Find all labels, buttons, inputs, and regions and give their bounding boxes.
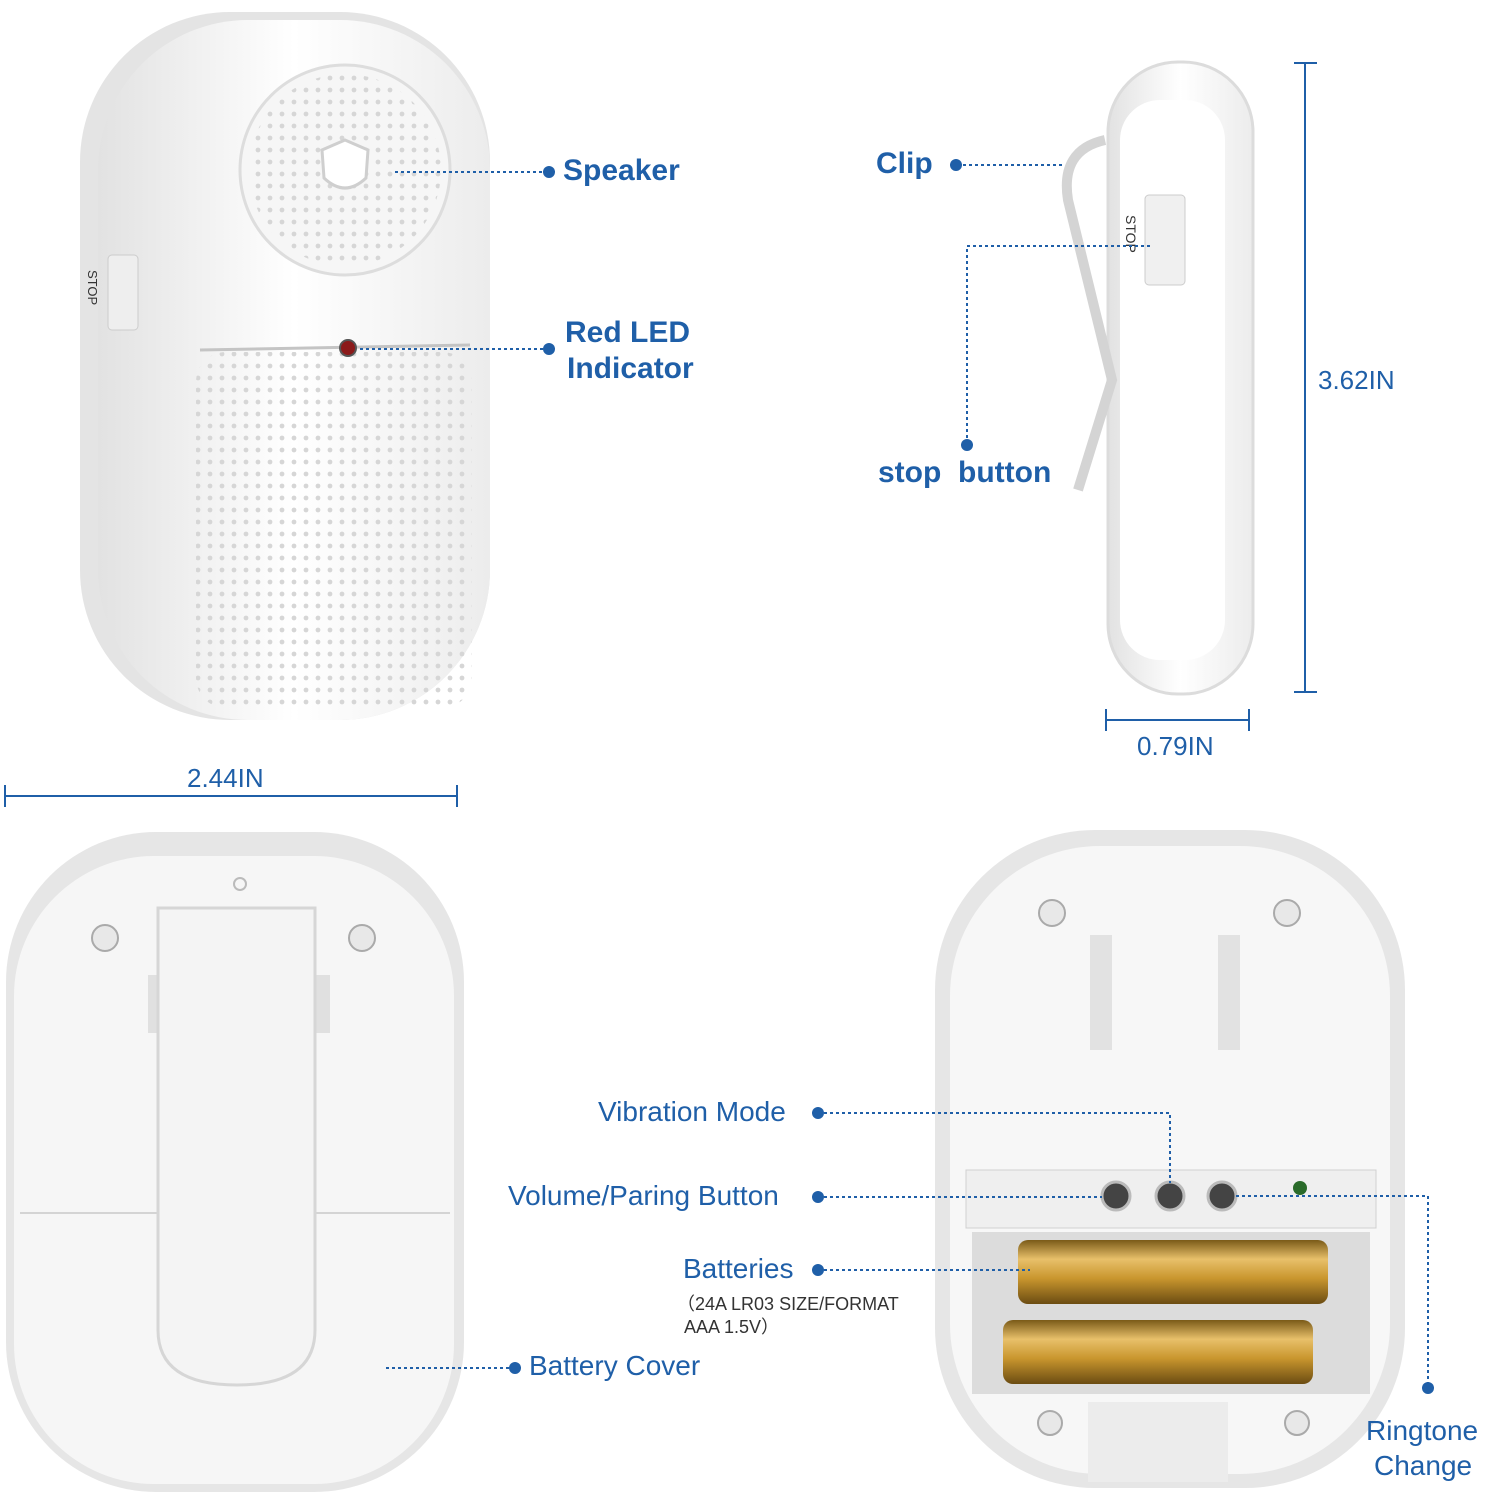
stop-marking-side: STOP [1123,215,1139,253]
depth-dimension-label: 0.79IN [1137,731,1214,761]
belt-clip [1061,135,1118,492]
front-lower-grille [196,352,472,708]
volume-paring-label: Volume/Paring Button [508,1180,779,1211]
front-view-device: STOP [80,12,490,720]
pinhole-icon [233,877,247,891]
screw-icon [91,924,119,952]
red-led-label-line2: Indicator [567,352,694,385]
vibration-mode-button[interactable] [1154,1180,1186,1212]
screw-icon [1037,1410,1063,1436]
plug-slot [1218,935,1240,1050]
volume-pairing-button[interactable] [1100,1180,1132,1212]
screw-icon [1038,899,1066,927]
indicator-light-icon [1293,1181,1307,1195]
batteries-note-line1: （24A LR03 SIZE/FORMAT [677,1294,899,1314]
dimension-lines [4,62,1317,807]
shield-icon [320,138,370,190]
ringtone-leader [1236,1195,1429,1388]
ringtone-label-line1: Ringtone [1366,1415,1479,1446]
callout-dots [509,159,1434,1394]
battery-1 [1018,1240,1328,1304]
speaker-label: Speaker [563,154,680,187]
side-device-face [1120,100,1225,660]
screw-icon [1273,899,1301,927]
stop-switch-side [1144,194,1186,286]
bottom-tab [1088,1402,1228,1482]
red-led-icon [339,339,357,357]
ringtone-change-button[interactable] [1206,1180,1238,1212]
back-view-device [6,832,464,1492]
back-belt-clip [156,906,317,1387]
stop-button-label: stop button [878,456,1052,489]
vibration-mode-label: Vibration Mode [598,1096,786,1127]
batteries-note-line2: AAA 1.5V） [684,1317,780,1337]
side-view-device: STOP [1061,60,1255,696]
plug-slot [1090,935,1112,1050]
battery-cover-label: Battery Cover [529,1350,701,1381]
batteries-label: Batteries [683,1253,794,1284]
red-led-label-line1: Red LED [565,316,691,349]
width-dimension-label: 2.44IN [187,763,264,793]
battery-2 [1003,1320,1313,1384]
screw-icon [348,924,376,952]
height-dimension-label: 3.62IN [1318,365,1395,395]
ringtone-label-line2: Change [1374,1450,1473,1481]
stop-marking-front: STOP [85,270,100,305]
front-seam [199,343,471,352]
screw-icon [1284,1410,1310,1436]
callout-leaders [360,164,1429,1388]
stop-leader [966,245,1150,444]
stop-switch-front [107,254,139,331]
vibration-leader [818,1112,1171,1183]
clip-label: Clip [876,147,933,180]
